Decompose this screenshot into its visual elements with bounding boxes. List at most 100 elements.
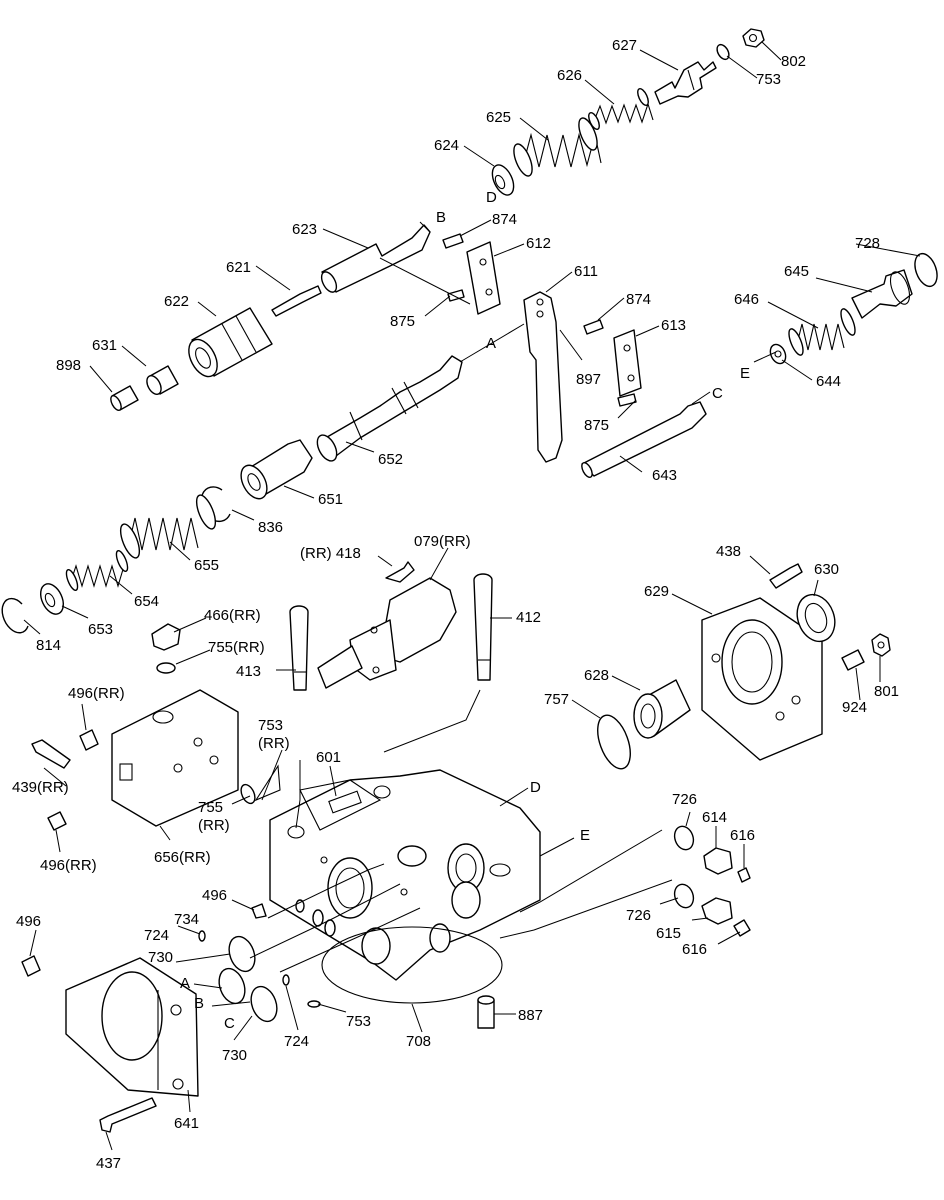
label-656: 656(RR) (154, 849, 211, 866)
part-655-spring (119, 494, 217, 559)
label-d-top: D (486, 189, 497, 206)
label-601: 601 (316, 749, 341, 766)
label-643: 643 (652, 467, 677, 484)
part-631-collar (146, 365, 179, 395)
label-631: 631 (92, 337, 117, 354)
label-a-bottom: A (180, 975, 190, 992)
part-601-valve-body (269, 769, 541, 981)
part-612-link (466, 241, 501, 315)
label-652: 652 (378, 451, 403, 468)
label-079: 079(RR) (414, 533, 471, 550)
label-887: 887 (518, 1007, 543, 1024)
label-730-a: 730 (148, 949, 173, 966)
part-708-oring-large (321, 926, 503, 1004)
part-641-cover (65, 957, 199, 1097)
label-646: 646 (734, 291, 759, 308)
label-611: 611 (574, 263, 598, 280)
part-643-shaft (581, 401, 707, 479)
part-496-plug-b (47, 811, 67, 831)
label-875-b: 875 (584, 417, 609, 434)
label-e-top: E (740, 365, 750, 382)
label-753-mid: 753 (258, 717, 283, 734)
part-622-sleeve (188, 307, 273, 378)
label-753-bottom: 753 (346, 1013, 371, 1030)
part-466-plug (151, 623, 181, 651)
part-875-pin-b (617, 393, 637, 407)
part-802-nut (742, 28, 765, 48)
label-814: 814 (36, 637, 61, 654)
part-924-stud (841, 649, 865, 671)
label-622: 622 (164, 293, 189, 310)
part-496-plug-a (79, 729, 99, 751)
part-726-orings (673, 825, 695, 909)
label-755-a: 755(RR) (208, 639, 265, 656)
part-656-cover (111, 689, 239, 827)
leader-lines (23, 41, 921, 1151)
label-a-top: A (486, 335, 496, 352)
label-412: 412 (516, 609, 541, 626)
part-887-pin (477, 995, 495, 1029)
label-624: 624 (434, 137, 459, 154)
label-630: 630 (814, 561, 839, 578)
part-418-screw (385, 561, 415, 583)
part-875-pin-a (447, 289, 465, 302)
part-753-oring-mid (254, 764, 281, 802)
label-616-a: 616 (730, 827, 755, 844)
label-e-mid: E (580, 827, 590, 844)
label-496-b: 496(RR) (40, 857, 97, 874)
part-079-solenoid (317, 577, 457, 689)
label-724-a: 724 (144, 927, 169, 944)
label-613: 613 (661, 317, 686, 334)
part-653-washer (39, 583, 65, 615)
label-898: 898 (56, 357, 81, 374)
part-724-730-orings (198, 899, 336, 1023)
part-645-plunger (851, 269, 913, 319)
part-496-plug-c (21, 955, 41, 977)
label-628: 628 (584, 667, 609, 684)
part-755-oring-a (156, 662, 176, 674)
label-730-b: 730 (222, 1047, 247, 1064)
label-726-b: 726 (626, 907, 651, 924)
label-755-b: 755 (198, 799, 223, 816)
part-labels: 802 627 753 626 625 624 D 623 B 874 612 … (12, 37, 899, 1172)
part-646-spring (788, 308, 856, 356)
part-651-piston (240, 439, 313, 500)
part-874-pin-a (442, 233, 464, 249)
label-644: 644 (816, 373, 841, 390)
label-413: 413 (236, 663, 261, 680)
part-614-615-plugs (701, 847, 751, 937)
label-b-top: B (436, 209, 446, 226)
part-412-bolt (473, 573, 493, 681)
label-c-bottom: C (224, 1015, 235, 1032)
label-753-mid-rr: (RR) (258, 735, 290, 752)
label-b-bottom: B (194, 995, 204, 1012)
label-802: 802 (781, 53, 806, 70)
label-496-a: 496(RR) (68, 685, 125, 702)
label-437: 437 (96, 1155, 121, 1172)
label-724-b: 724 (284, 1033, 309, 1050)
label-755-b-rr: (RR) (198, 817, 230, 834)
label-616-b: 616 (682, 941, 707, 958)
part-753-oring-top (716, 43, 730, 61)
label-836: 836 (258, 519, 283, 536)
part-439-bolt (31, 739, 71, 769)
label-c-top: C (712, 385, 723, 402)
part-437-bolt (99, 1097, 157, 1133)
label-614: 614 (702, 809, 727, 826)
label-627: 627 (612, 37, 637, 54)
part-628-piston (633, 679, 691, 739)
part-652-spool (316, 355, 463, 462)
label-496-c: 496 (202, 887, 227, 904)
label-708: 708 (406, 1033, 431, 1050)
part-814-snap-ring (1, 597, 29, 634)
label-924: 924 (842, 699, 867, 716)
part-611-lever (523, 291, 563, 463)
label-654: 654 (134, 593, 159, 610)
part-624-seat (491, 164, 515, 196)
label-801: 801 (874, 683, 899, 700)
label-726-a: 726 (672, 791, 697, 808)
label-466: 466(RR) (204, 607, 261, 624)
label-629: 629 (644, 583, 669, 600)
